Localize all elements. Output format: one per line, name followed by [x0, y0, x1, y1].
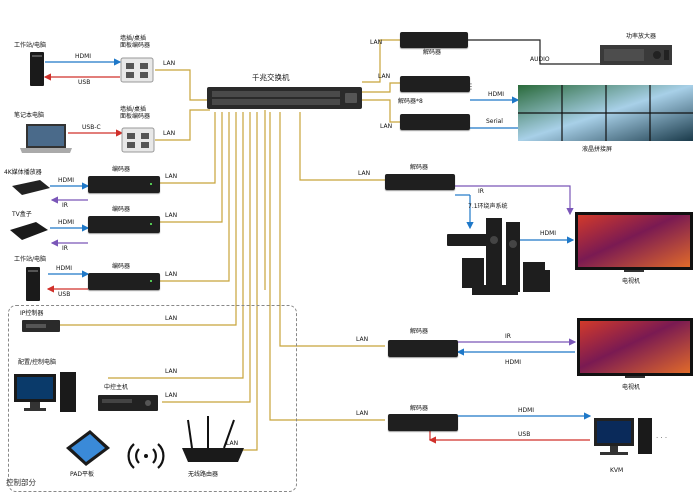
amplifier-label: 功率放大器 — [626, 33, 657, 40]
lan-label: LAN — [378, 73, 391, 80]
hdmi-label: HDMI — [58, 219, 75, 226]
audio-label: AUDIO — [530, 56, 550, 63]
ir-label: IR — [62, 245, 68, 252]
ip-controller-label: IP控制器 — [20, 310, 44, 317]
decoder-box-icon — [388, 340, 458, 357]
decoder-box-icon — [400, 114, 470, 130]
router-label: 无线路由器 — [188, 471, 219, 478]
decoder-x8-label: 解码器*8 — [398, 98, 423, 105]
tv-icon — [577, 318, 693, 378]
wall-plate-icon — [120, 57, 154, 83]
workstation-label: 工作站/电脑 — [14, 256, 47, 263]
lan-label: LAN — [370, 39, 383, 46]
host-label: 中控主机 — [104, 384, 129, 391]
lan-label: LAN — [356, 336, 369, 343]
network-switch-icon — [207, 87, 362, 109]
ir-label: IR — [505, 333, 511, 340]
lan-label: LAN — [165, 271, 178, 278]
pc-label: 配置/控制电脑 — [18, 359, 57, 366]
laptop-icon — [20, 124, 72, 153]
tv-label: 电视机 — [622, 278, 641, 285]
pc-tower-icon — [30, 52, 44, 86]
serial-label: Serial — [486, 118, 503, 125]
control-section-label: 控制部分 — [6, 478, 36, 487]
monitor-icon — [14, 372, 76, 412]
decoder-label: 解码器 — [410, 164, 429, 171]
decoder-label: 解码器 — [410, 405, 429, 412]
monitor-icon: · · · — [594, 418, 667, 455]
central-host-icon — [98, 395, 158, 411]
encoder-box — [88, 176, 160, 193]
hdmi-label: HDMI — [505, 359, 522, 366]
decoder-label: 解码器 — [423, 49, 442, 56]
hdmi-label: HDMI — [75, 53, 92, 60]
laptop-label: 笔记本电脑 — [14, 112, 45, 119]
ip-controller-icon — [22, 320, 60, 332]
tv-box-icon — [10, 222, 48, 240]
video-wall-label: 液晶拼接屏 — [582, 146, 613, 153]
encoder-label: 编码器 — [112, 206, 131, 213]
encoder-box — [88, 273, 160, 290]
hdmi-label: HDMI — [488, 91, 505, 98]
hdmi-label: HDMI — [56, 265, 73, 272]
usb-label: USB — [78, 79, 91, 86]
lan-label: LAN — [356, 410, 369, 417]
lan-label: LAN — [163, 130, 176, 137]
svg-text:· · ·: · · · — [656, 434, 667, 442]
usb-label: USB — [518, 431, 531, 438]
decoder-box-icon — [385, 174, 455, 190]
encoder-label: 编码器 — [112, 263, 131, 270]
media-player-label: 4K媒体播放器 — [4, 169, 42, 176]
control-section-frame — [8, 305, 297, 492]
lan-label: LAN — [358, 170, 371, 177]
wall-plate-icon — [121, 127, 155, 153]
encoder-label: 编码器 — [112, 166, 131, 173]
router-icon — [182, 416, 244, 462]
lan-label: LAN — [165, 315, 178, 322]
wall-panel-label: 墙插/桌插 面板编码器 — [120, 106, 151, 121]
workstation-label: 工作站/电脑 — [14, 42, 47, 49]
speaker-system-icon — [447, 218, 550, 295]
decoder-box-icon — [400, 32, 468, 48]
more-dots: ⋮ — [467, 82, 475, 91]
usb-label: USB — [58, 291, 71, 298]
tv-icon — [575, 212, 693, 272]
decoder-label: 解码器 — [410, 328, 429, 335]
switch-label: 千兆交换机 — [252, 73, 290, 82]
lan-cables — [60, 39, 400, 451]
encoder-box — [88, 216, 160, 233]
tv-label: 电视机 — [622, 384, 641, 391]
lan-label: LAN — [163, 60, 176, 67]
ir-label: IR — [62, 202, 68, 209]
hdmi-label: HDMI — [58, 177, 75, 184]
lan-label: LAN — [165, 173, 178, 180]
lan-label: LAN — [165, 368, 178, 375]
hdmi-label: HDMI — [518, 407, 535, 414]
pc-tower-icon — [26, 267, 40, 301]
tv-box-label: TV盒子 — [12, 211, 32, 218]
decoder-box-icon — [400, 76, 470, 92]
kvm-label: KVM — [610, 467, 624, 474]
surround-label: 7.1环绕声系统 — [468, 203, 508, 210]
amplifier-icon — [600, 45, 672, 65]
lan-label: LAN — [226, 440, 239, 447]
media-player-icon — [12, 180, 50, 195]
tablet-icon — [66, 430, 110, 466]
video-wall-icon — [518, 85, 693, 141]
hdmi-label: HDMI — [540, 230, 557, 237]
usbc-label: USB-C — [82, 124, 101, 131]
lan-label: LAN — [380, 123, 393, 130]
lan-label: LAN — [165, 392, 178, 399]
ir-label: IR — [478, 188, 484, 195]
wifi-icon — [127, 443, 165, 469]
lan-label: LAN — [165, 212, 178, 219]
decoder-box-icon — [388, 414, 458, 431]
pad-label: PAD平板 — [70, 471, 94, 478]
wall-panel-label: 墙插/桌插 面板编码器 — [120, 35, 151, 50]
